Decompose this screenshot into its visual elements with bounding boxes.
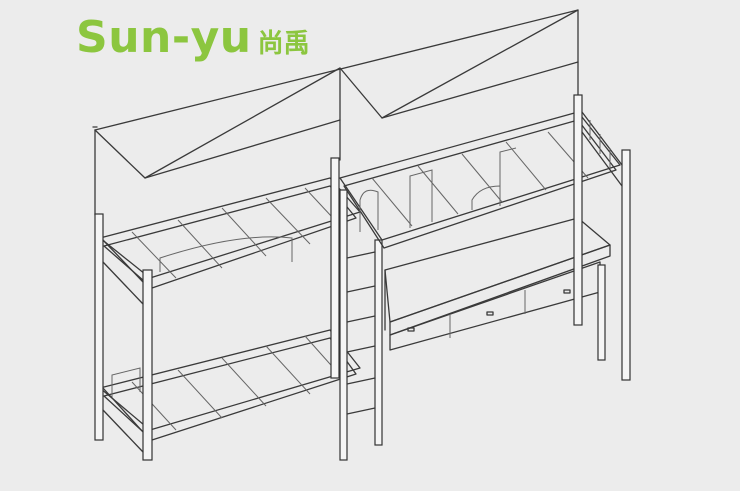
end-rails — [102, 111, 623, 453]
lower-bunk-left — [99, 329, 361, 441]
canopy-frame — [92, 9, 579, 216]
left-bed-posts — [94, 157, 340, 461]
upper-bunk-right — [339, 111, 621, 249]
brand-logo-latin: Sun-yu — [76, 12, 252, 63]
brand-logo: Sun-yu 尚禹 — [76, 12, 310, 63]
ladder — [339, 189, 383, 461]
right-bed-posts — [573, 94, 631, 381]
brand-logo-cjk: 尚禹 — [257, 29, 310, 59]
upper-bunk-left — [99, 177, 361, 301]
